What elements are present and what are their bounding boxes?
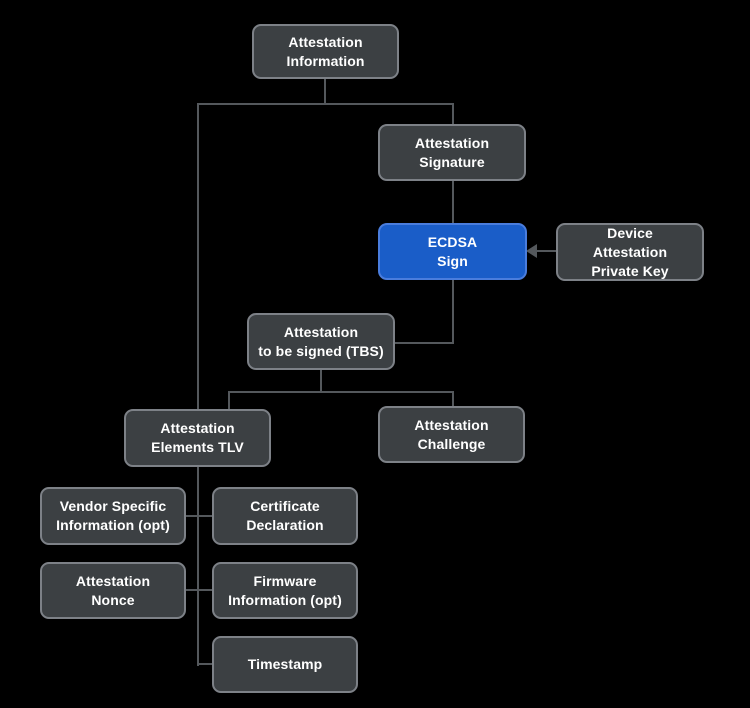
connector-line bbox=[537, 250, 556, 252]
connector-line bbox=[197, 466, 199, 666]
node-label-line: Attestation bbox=[75, 572, 151, 589]
connector-line bbox=[452, 103, 454, 125]
connector-line bbox=[228, 391, 230, 409]
connector-line bbox=[197, 103, 199, 409]
node-label-line: Timestamp bbox=[247, 656, 323, 672]
node-label-line: Attestation bbox=[414, 134, 490, 151]
connector-line bbox=[324, 79, 326, 105]
node-label-line: Device bbox=[607, 224, 653, 241]
connector-line bbox=[320, 370, 322, 392]
node-label-line: Vendor Specific bbox=[59, 498, 167, 514]
node-label-line: Information (opt) bbox=[228, 591, 342, 608]
node-label-line: Information bbox=[286, 52, 365, 69]
node-label-line: Elements TLV bbox=[151, 439, 244, 455]
node-label-line: Attestation bbox=[160, 420, 235, 436]
node-label-line: Declaration bbox=[246, 517, 324, 533]
node-ecdsa-sign: ECDSA Sign bbox=[378, 223, 527, 280]
node-label-line: Firmware bbox=[253, 572, 317, 589]
node-label-line: Nonce bbox=[91, 591, 135, 608]
node-label-line: Attestation bbox=[283, 323, 359, 340]
node-label-line: Signature bbox=[419, 153, 485, 170]
node-attestation-tbs: Attestation to be signed (TBS) bbox=[247, 313, 395, 370]
node-label-line: Sign bbox=[437, 252, 468, 269]
node-label-line: to be signed (TBS) bbox=[258, 342, 384, 359]
connector-line bbox=[452, 391, 454, 407]
node-label-line: Challenge bbox=[417, 435, 486, 452]
connector-line bbox=[452, 280, 454, 344]
connector-line bbox=[197, 663, 212, 665]
connector-line bbox=[228, 391, 454, 393]
node-label-line: ECDSA bbox=[427, 233, 478, 250]
node-label-line: Information (opt) bbox=[56, 517, 170, 533]
node-label-line: Attestation bbox=[592, 243, 668, 260]
connector-line bbox=[186, 589, 212, 591]
connector-line bbox=[186, 515, 212, 517]
node-label-line: Attestation bbox=[414, 416, 489, 433]
connector-line bbox=[452, 181, 454, 224]
arrowhead-left-icon bbox=[526, 244, 537, 258]
node-label-line: Private Key bbox=[591, 262, 669, 279]
node-label-line: Attestation bbox=[288, 33, 363, 50]
node-timestamp: Timestamp bbox=[212, 636, 358, 693]
node-label-line: Certificate bbox=[250, 498, 320, 514]
connector-line bbox=[395, 342, 453, 344]
connector-line bbox=[197, 103, 454, 105]
